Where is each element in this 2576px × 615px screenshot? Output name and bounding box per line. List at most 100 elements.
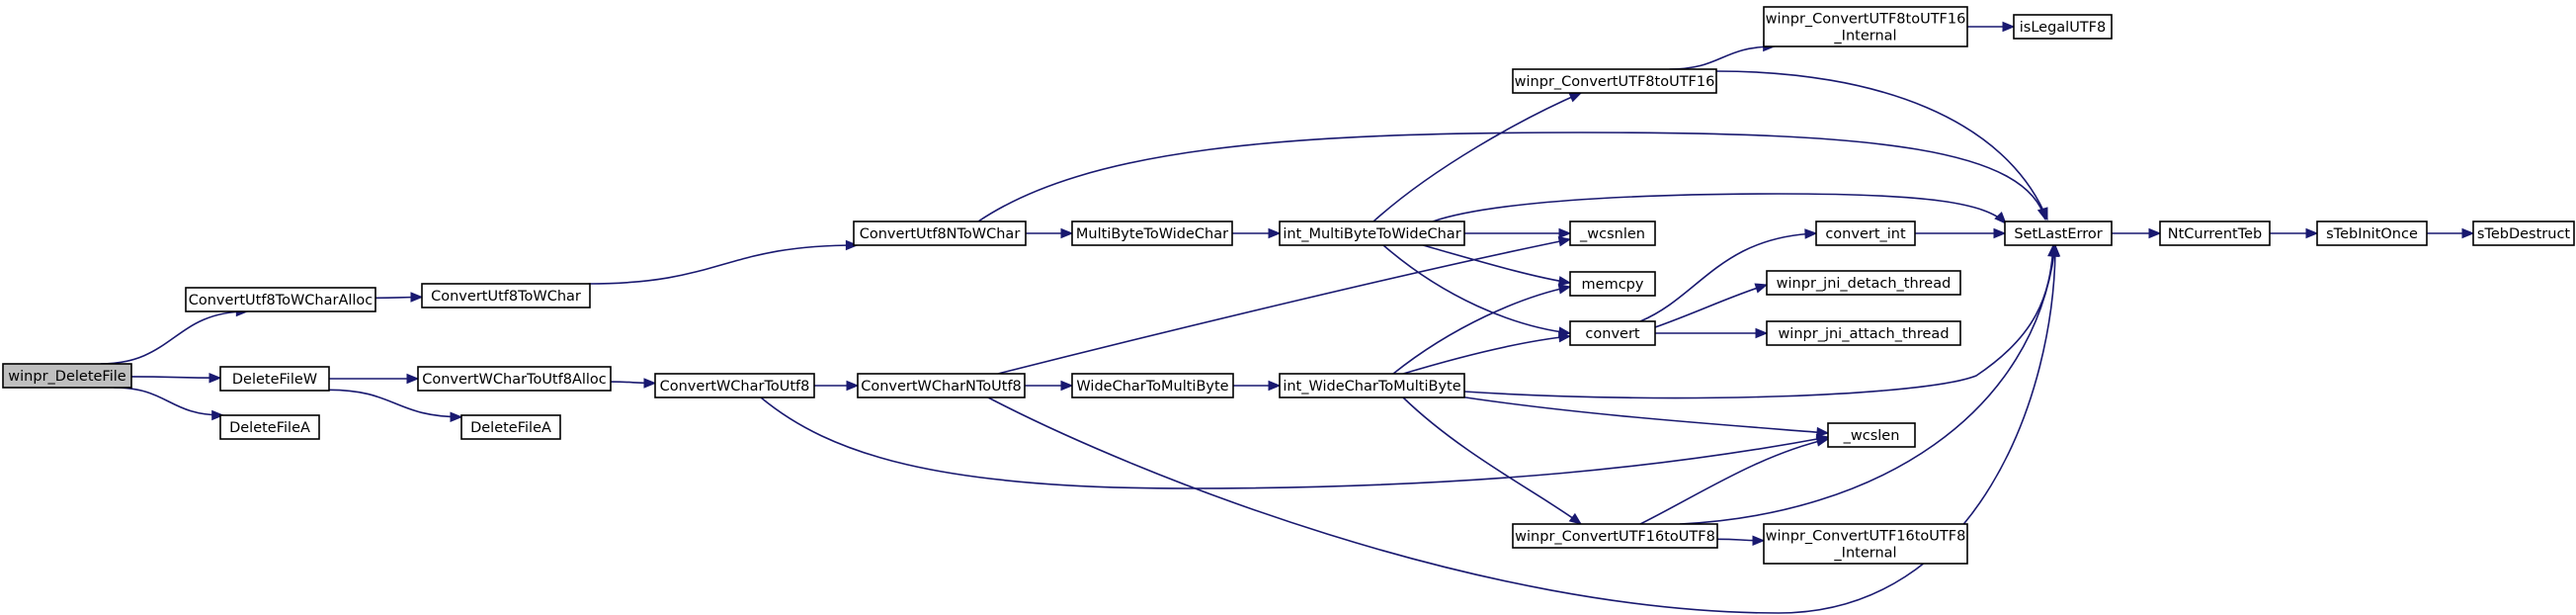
node-box-convertutf8towchar <box>421 283 591 308</box>
node-int-multibytetowidechar[interactable]: int_MultiByteToWideChar <box>1279 220 1465 246</box>
edge-convertutf8ntowchar-to-setlasterror <box>977 132 2046 222</box>
node-stebinitonce[interactable]: sTebInitOnce <box>2316 220 2428 246</box>
node-label-winpr-convertutf16toutf8-internal: winpr_ConvertUTF16toUTF8 <box>1766 529 1966 545</box>
node-box-ntcurrentteb <box>2159 220 2271 246</box>
node-label--wcslen: _wcslen <box>1843 428 1900 444</box>
edge-int-multibytetowidechar-to-memcpy-arrowhead <box>1557 276 1572 287</box>
edge-convert-to-winpr-jni-detach-thread-arrowhead <box>1754 283 1769 294</box>
edge-winpr-convertutf8toutf16-to-setlasterror <box>1715 70 2048 220</box>
node-convert[interactable]: convert <box>1569 320 1656 346</box>
node-ntcurrentteb[interactable]: NtCurrentTeb <box>2159 220 2271 246</box>
edge-multibytetowidechar-to-int-multibytetowidechar-arrowhead <box>1268 227 1282 239</box>
node--wcslen[interactable]: _wcslen <box>1827 422 1916 448</box>
edge-winpr-convertutf8toutf16-internal-to-islegalutf8-arrowhead <box>2002 21 2016 33</box>
node-label-winpr-convertutf16toutf8: winpr_ConvertUTF16toUTF8 <box>1515 529 1715 545</box>
node-winpr-convertutf8toutf16-internal[interactable]: winpr_ConvertUTF8toUTF16_Internal <box>1763 6 1968 47</box>
edge-int-multibytetowidechar-to--wcsnlen-arrowhead <box>1558 227 1572 239</box>
edge-convertwchartoutf8-to--wcslen <box>760 396 1829 489</box>
edge-convert-to-convert-int <box>1639 232 1817 322</box>
edge-convertwcharntoutf8-to--wcsnlen <box>997 238 1571 375</box>
edge-convertwcharntoutf8-to-widechartomultibyte-arrowhead <box>1060 380 1074 392</box>
edge-deletefilew-to-deletefilea-2-arrowhead <box>450 411 463 422</box>
edge-winpr-convertutf8toutf16-to-winpr-convertutf8toutf16-internal <box>1669 45 1775 70</box>
node-box-deletefilew <box>219 366 330 392</box>
node-winpr-convertutf16toutf8[interactable]: winpr_ConvertUTF16toUTF8 <box>1512 523 1718 549</box>
node--wcsnlen[interactable]: _wcsnlen <box>1569 220 1656 246</box>
node-convertwcharntoutf8[interactable]: ConvertWCharNToUtf8 <box>857 373 1026 398</box>
node-label-convert: convert <box>1585 326 1639 342</box>
edge-deletefilew-to-convertwchartoutf8alloc-arrowhead <box>406 373 420 385</box>
edge-int-widechartomultibyte-to--wcslen <box>1452 395 1829 434</box>
node-deletefilea-2[interactable]: DeleteFileA <box>460 414 561 440</box>
node-winpr-jni-attach-thread[interactable]: winpr_jni_attach_thread <box>1766 320 1961 346</box>
node-box-winpr-jni-detach-thread <box>1766 270 1961 296</box>
node-box-winpr-convertutf8toutf16-internal <box>1763 6 1968 47</box>
edge-convert-to-winpr-jni-attach-thread-arrowhead <box>1755 327 1769 339</box>
node-convertwchartoutf8alloc[interactable]: ConvertWCharToUtf8Alloc <box>417 366 612 392</box>
edge-widechartomultibyte-to-int-widechartomultibyte-arrowhead <box>1268 380 1282 392</box>
node-box--wcslen <box>1827 422 1916 448</box>
edge-int-multibytetowidechar-to-winpr-convertutf8toutf16-arrowhead <box>1568 92 1583 103</box>
node-box-winpr-jni-attach-thread <box>1766 320 1961 346</box>
node-stebdestruct[interactable]: sTebDestruct <box>2472 220 2575 246</box>
edge-int-widechartomultibyte-to-setlasterror <box>1463 244 2054 399</box>
node-winpr-jni-detach-thread[interactable]: winpr_jni_detach_thread <box>1766 270 1961 296</box>
node-winpr-convertutf16toutf8-internal[interactable]: winpr_ConvertUTF16toUTF8_Internal <box>1763 523 1968 565</box>
node-box-winpr-convertutf8toutf16 <box>1512 68 1717 94</box>
node-convertutf8ntowchar[interactable]: ConvertUtf8NToWChar <box>853 220 1027 246</box>
node-winpr-convertutf8toutf16[interactable]: winpr_ConvertUTF8toUTF16 <box>1512 68 1717 94</box>
node-box-convertutf8ntowchar <box>853 220 1027 246</box>
edge-winpr-convertutf16toutf8-to--wcslen-arrowhead <box>1815 436 1830 447</box>
node-label-islegalutf8: isLegalUTF8 <box>2020 20 2106 36</box>
node-box-stebdestruct <box>2472 220 2575 246</box>
node-box-multibytetowidechar <box>1071 220 1233 246</box>
edge-convertutf8ntowchar-to-multibytetowidechar-arrowhead <box>1060 227 1074 239</box>
node-label-winpr-deletefile: winpr_DeleteFile <box>8 369 125 385</box>
node-memcpy[interactable]: memcpy <box>1569 271 1656 297</box>
edge-winpr-deletefile-to-deletefilea-1 <box>114 387 223 416</box>
node-box-deletefilea-2 <box>460 414 561 440</box>
node-label-deletefilew: DeleteFileW <box>232 372 317 388</box>
node-box-winpr-convertutf16toutf8 <box>1512 523 1718 549</box>
edge-convertwcharntoutf8-to--wcsnlen-arrowhead <box>1557 236 1572 247</box>
edge-int-widechartomultibyte-to-memcpy-arrowhead <box>1557 284 1572 295</box>
node-setlasterror[interactable]: SetLastError <box>2004 220 2113 246</box>
node-convertutf8towchar[interactable]: ConvertUtf8ToWChar <box>421 283 591 308</box>
node-convertutf8towcharalloc[interactable]: ConvertUtf8ToWCharAlloc <box>185 287 376 312</box>
node-box-winpr-deletefile <box>2 363 132 389</box>
edge-deletefilew-to-deletefilea-2 <box>328 389 462 418</box>
edge-convertutf8towchar-to-convertutf8ntowchar-arrowhead <box>845 239 859 251</box>
node-convertwchartoutf8[interactable]: ConvertWCharToUtf8 <box>654 373 815 398</box>
node-label-convertwchartoutf8alloc: ConvertWCharToUtf8Alloc <box>422 372 607 388</box>
edge-winpr-convertutf16toutf8-to-setlasterror <box>1679 244 2056 525</box>
edge-int-multibytetowidechar-to-memcpy <box>1422 244 1571 284</box>
node-islegalutf8[interactable]: isLegalUTF8 <box>2013 14 2113 40</box>
edge-convertwchartoutf8alloc-to-convertwchartoutf8-arrowhead <box>643 378 657 389</box>
node-widechartomultibyte[interactable]: WideCharToMultiByte <box>1071 373 1234 398</box>
node-winpr-deletefile[interactable]: winpr_DeleteFile <box>2 363 132 389</box>
node-convert-int[interactable]: convert_int <box>1815 220 1916 246</box>
node-box-convertwchartoutf8alloc <box>417 366 612 392</box>
edge-convert-int-to-setlasterror-arrowhead <box>1993 227 2007 239</box>
node-int-widechartomultibyte[interactable]: int_WideCharToMultiByte <box>1279 373 1465 398</box>
edges-layer <box>100 21 2475 614</box>
edge-convertutf8towcharalloc-to-convertutf8towchar-arrowhead <box>410 292 424 303</box>
node-box-int-multibytetowidechar <box>1279 220 1465 246</box>
edge-winpr-convertutf8toutf16-to-setlasterror-arrowhead <box>2037 207 2048 221</box>
node-deletefilea-1[interactable]: DeleteFileA <box>219 414 320 440</box>
node-label-winpr-convertutf16toutf8-internal: _Internal <box>1833 546 1896 562</box>
edge-int-widechartomultibyte-to-memcpy <box>1392 286 1571 375</box>
edge-winpr-convertutf16toutf8-to-winpr-convertutf16toutf8-internal-arrowhead <box>1752 535 1766 546</box>
node-deletefilew[interactable]: DeleteFileW <box>219 366 330 392</box>
node-multibytetowidechar[interactable]: MultiByteToWideChar <box>1071 220 1233 246</box>
node-box-stebinitonce <box>2316 220 2428 246</box>
node-box-int-widechartomultibyte <box>1279 373 1465 398</box>
node-label-int-widechartomultibyte: int_WideCharToMultiByte <box>1283 379 1460 395</box>
edge-int-multibytetowidechar-to-convert <box>1382 244 1571 334</box>
node-label-winpr-convertutf8toutf16-internal: winpr_ConvertUTF8toUTF16 <box>1766 12 1966 28</box>
edge-ntcurrentteb-to-stebinitonce-arrowhead <box>2305 227 2319 239</box>
node-label-deletefilea-1: DeleteFileA <box>229 420 310 436</box>
node-label-stebdestruct: sTebDestruct <box>2477 226 2571 242</box>
node-box-convertwcharntoutf8 <box>857 373 1026 398</box>
